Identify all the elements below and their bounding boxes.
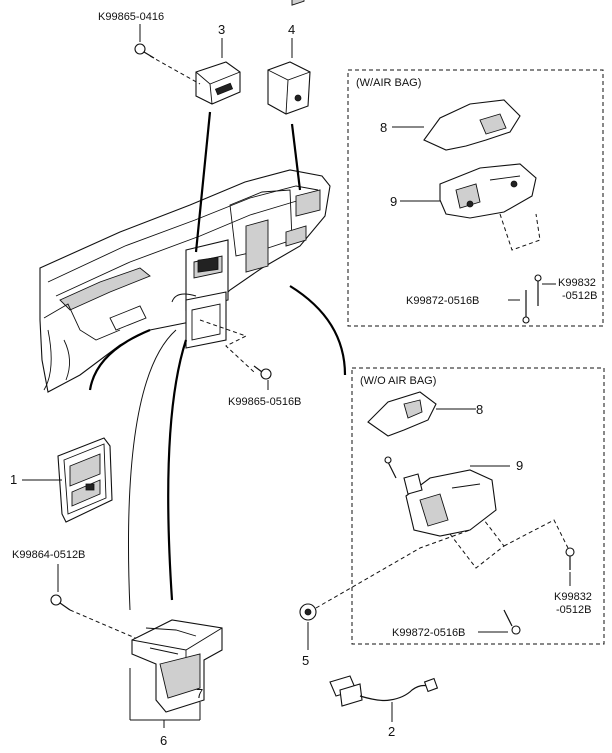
leader-lines xyxy=(88,111,347,611)
box-wo-airbag-title: (W/O AIR BAG) xyxy=(360,375,436,387)
screw-icon-top xyxy=(134,24,155,59)
part-number-1: 1 xyxy=(10,472,17,487)
box-wo-screw-code-1: K99832 xyxy=(554,591,592,603)
box-w-part-9: 9 xyxy=(390,194,397,209)
box-w-airbag xyxy=(347,69,604,327)
part-number-5: 5 xyxy=(302,653,309,668)
box-wo-airbag xyxy=(315,367,605,645)
part-6-7-storage-box xyxy=(129,619,223,728)
part-number-3: 3 xyxy=(218,22,225,37)
part-4-switch xyxy=(267,0,311,115)
box-w-screw-code-1: K99832 xyxy=(558,277,596,289)
box-w-screw-code-2: -0512B xyxy=(562,290,597,302)
box-wo-bolt-code: K99872-0516B xyxy=(392,627,465,639)
box-w-bolt-code: K99872-0516B xyxy=(406,295,479,307)
box-w-airbag-title: (W/AIR BAG) xyxy=(356,77,421,89)
fastener-code-mid: K99865-0516B xyxy=(228,396,301,408)
part-5-clip xyxy=(299,603,317,650)
part-number-2: 2 xyxy=(388,724,395,739)
part-number-6: 6 xyxy=(160,733,167,748)
part-1-bezel xyxy=(22,437,113,523)
screw-icon-mid xyxy=(199,319,272,390)
part-2-harness xyxy=(329,675,439,722)
screw-icon-left xyxy=(50,564,141,641)
fastener-code-left: K99864-0512B xyxy=(12,549,85,561)
box-wo-screw-code-2: -0512B xyxy=(556,604,591,616)
box-wo-part-8: 8 xyxy=(476,402,483,417)
box-w-part-8: 8 xyxy=(380,120,387,135)
part-number-7: 7 xyxy=(196,686,203,701)
instrument-panel-drawing xyxy=(39,169,331,393)
part-number-4: 4 xyxy=(288,22,295,37)
part-3-switch xyxy=(149,38,241,105)
fastener-code-top: K99865-0416 xyxy=(98,11,164,23)
box-wo-part-9: 9 xyxy=(516,458,523,473)
